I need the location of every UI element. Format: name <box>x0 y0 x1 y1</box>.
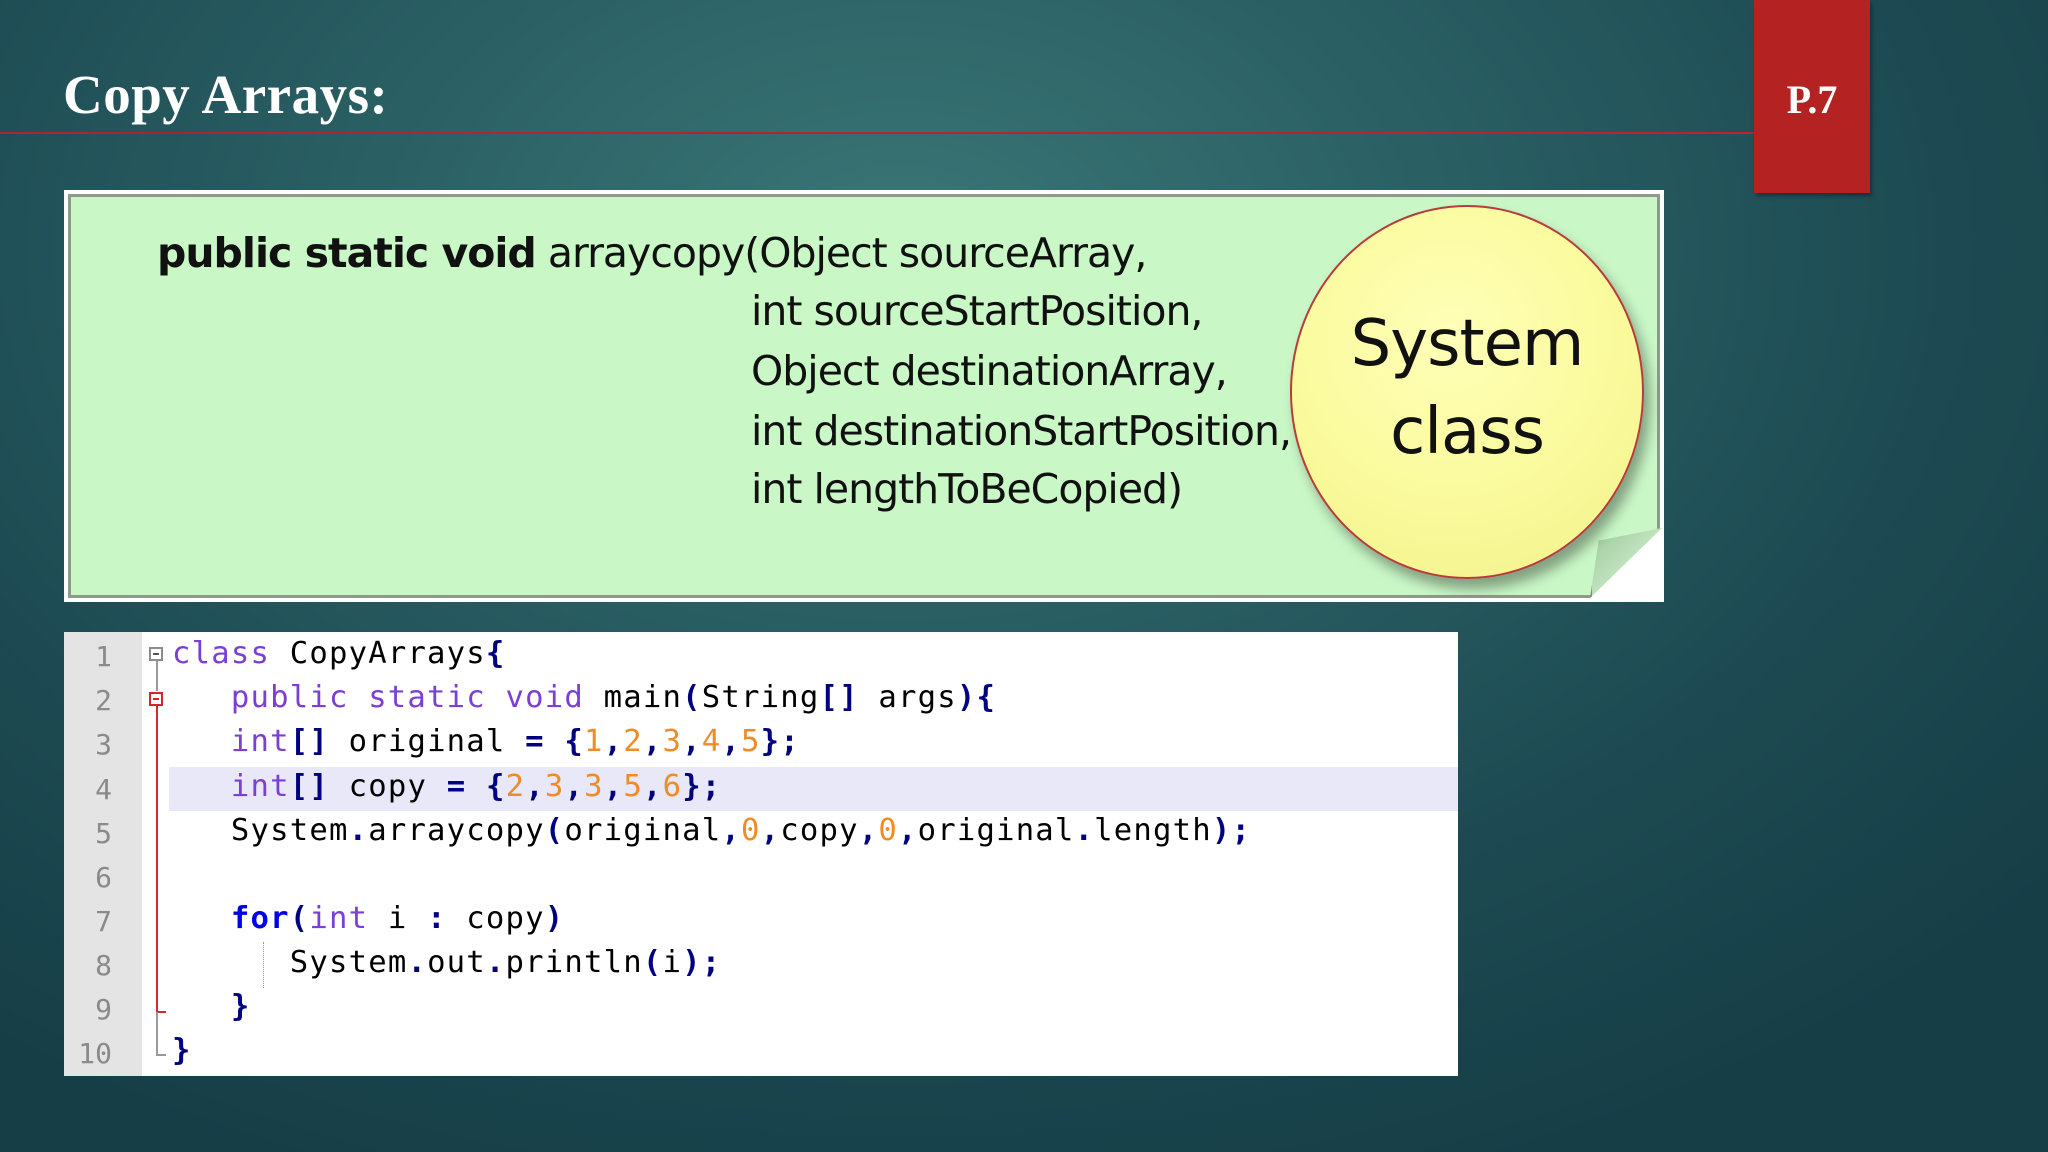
fold-guide-line <box>156 706 158 1012</box>
line-number: 1 <box>95 640 112 673</box>
code-line-2: public static void main(String[] args){ <box>230 680 997 715</box>
indent-guide <box>263 942 264 988</box>
signature-param-3: Object destinationArray, <box>751 347 1227 395</box>
badge-line-1: System <box>1350 307 1585 381</box>
page-number: P.7 <box>1786 77 1838 122</box>
signature-param-2: int sourceStartPosition, <box>751 287 1203 335</box>
line-number: 10 <box>78 1037 112 1070</box>
code-line-1: class CopyArrays{ <box>172 636 506 671</box>
line-number: 5 <box>95 817 112 850</box>
line-number: 2 <box>95 684 112 717</box>
title-underline <box>0 132 1754 134</box>
code-editor: 1 2 3 4 5 6 7 8 9 10 class CopyArrays{ p… <box>64 632 1458 1076</box>
line-number: 4 <box>95 773 112 806</box>
page-number-tab: P.7 <box>1754 0 1870 193</box>
badge-line-2: class <box>1390 395 1545 469</box>
signature-param-5: int lengthToBeCopied) <box>751 465 1183 513</box>
code-line-4: int[] copy = {2,3,3,5,6}; <box>230 769 722 804</box>
fold-collapse-icon[interactable] <box>149 647 163 661</box>
code-line-3: int[] original = {1,2,3,4,5}; <box>230 724 800 759</box>
fold-guide-line <box>156 661 158 691</box>
code-line-9: } <box>230 989 251 1024</box>
code-line-8: System.out.println(i); <box>289 945 722 980</box>
line-number: 7 <box>95 905 112 938</box>
code-line-10: } <box>172 1033 192 1068</box>
fold-end-marker <box>156 1044 166 1056</box>
fold-collapse-icon[interactable] <box>149 692 163 706</box>
line-number: 9 <box>95 993 112 1026</box>
current-line-highlight <box>169 767 1458 811</box>
signature-modifiers: public static void <box>157 229 536 277</box>
slide-title: Copy Arrays: <box>63 64 389 125</box>
system-class-badge: System class <box>1290 205 1644 579</box>
code-line-5: System.arraycopy(original,0,copy,0,origi… <box>230 813 1252 848</box>
code-line-7: for(int i : copy) <box>230 901 565 936</box>
line-number: 6 <box>95 861 112 894</box>
signature-method-start: arraycopy(Object sourceArray, <box>535 229 1147 277</box>
fold-guide-line <box>156 1012 158 1044</box>
fold-end-marker <box>156 1011 166 1013</box>
signature-line-1: public static void arraycopy(Object sour… <box>157 223 1146 283</box>
line-number: 8 <box>95 949 112 982</box>
signature-param-4: int destinationStartPosition, <box>751 407 1292 455</box>
line-number-gutter <box>64 632 142 1076</box>
line-number: 3 <box>95 728 112 761</box>
